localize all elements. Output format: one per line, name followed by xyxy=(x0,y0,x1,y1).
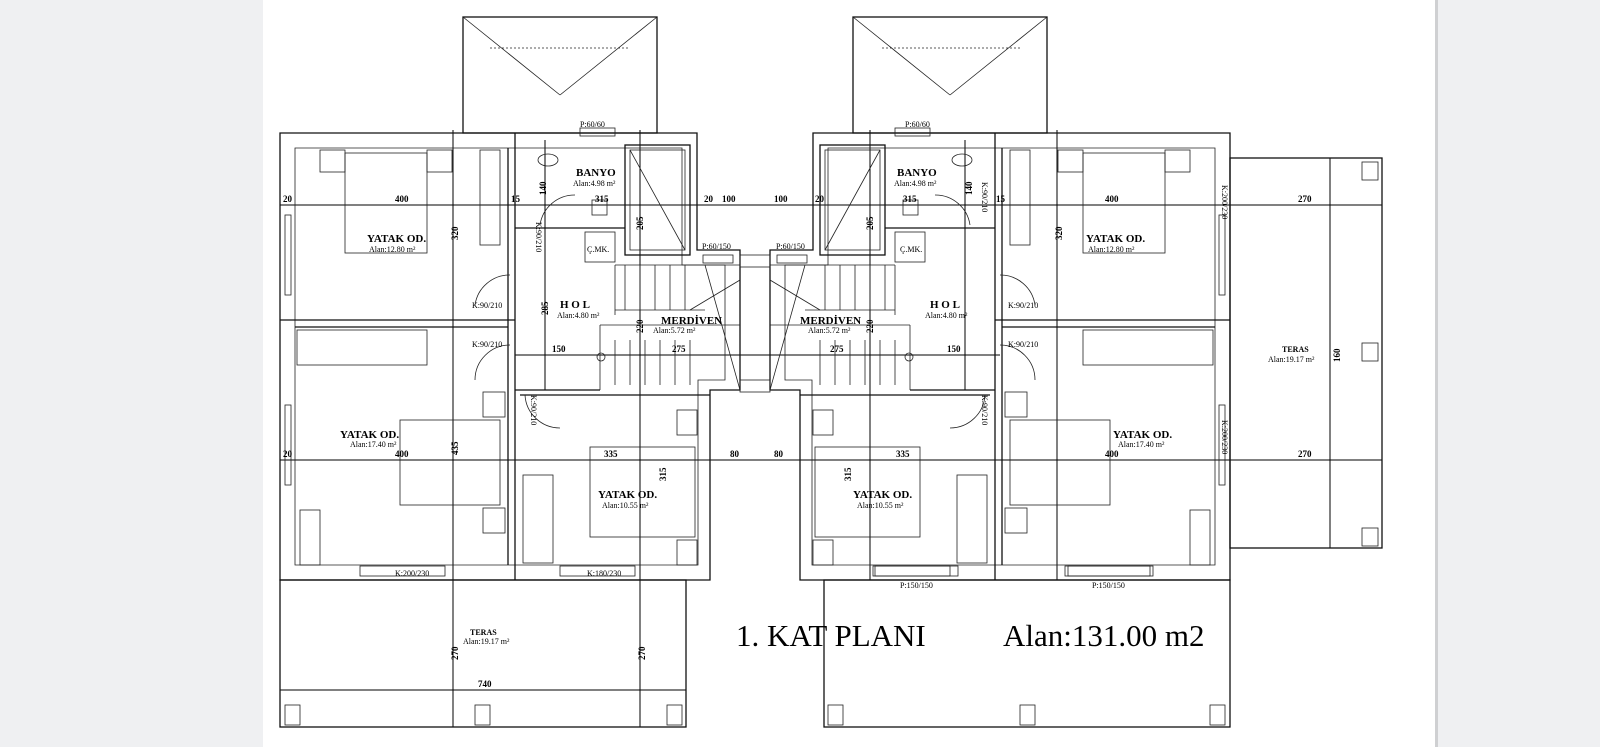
door-label: K:90/210 xyxy=(980,395,989,425)
room-area-terrace: Alan:19.17 m² xyxy=(463,637,510,646)
room-name-bath: BANYO xyxy=(576,167,616,179)
room-area-bedroom: Alan:10.55 m² xyxy=(857,501,904,510)
dim-label: 400 xyxy=(395,449,409,459)
room-name-bedroom: YATAK OD. xyxy=(340,429,399,441)
dim-label: 160 xyxy=(1332,348,1342,362)
dim-label: 270 xyxy=(450,646,460,660)
room-name-stairs: MERDİVEN xyxy=(800,315,861,327)
laundry-label: Ç.MK. xyxy=(587,245,609,254)
dim-label: 400 xyxy=(1105,194,1119,204)
plan-total-area: Alan:131.00 m2 xyxy=(1003,618,1205,653)
dim-label: 20 xyxy=(815,194,825,204)
room-area-bath: Alan:4.98 m² xyxy=(573,179,616,188)
door-label: K:90/210 xyxy=(529,395,538,425)
center-window xyxy=(739,379,771,393)
room-area-bedroom: Alan:17.40 m² xyxy=(350,440,397,449)
window-label: P:60/60 xyxy=(580,120,605,129)
dim-label: 335 xyxy=(896,449,910,459)
dim-label: 140 xyxy=(538,181,548,195)
dim-label: 140 xyxy=(964,181,974,195)
room-name-bedroom: YATAK OD. xyxy=(853,489,912,501)
dim-label: 220 xyxy=(865,319,875,333)
right-terrace-outline xyxy=(872,157,1383,577)
door-label: K:90/210 xyxy=(1008,301,1038,310)
door-label: K:200/230 xyxy=(395,569,429,578)
dim-label: 320 xyxy=(1054,226,1064,240)
room-name-bath: BANYO xyxy=(897,167,937,179)
door-label: K:90/210 xyxy=(534,222,543,252)
dim-label: 20 xyxy=(283,449,293,459)
dim-label: 205 xyxy=(865,216,875,230)
door-label: K:90/210 xyxy=(472,301,502,310)
room-area-stairs: Alan:5.72 m² xyxy=(808,326,851,335)
dimension-labels: 20 400 15 315 20 100 100 20 315 15 400 2… xyxy=(283,181,1342,689)
door-label: K:90/210 xyxy=(472,340,502,349)
room-area-bedroom: Alan:12.80 m² xyxy=(369,245,416,254)
window-label: P:150/150 xyxy=(900,581,933,590)
dim-label: 315 xyxy=(903,194,917,204)
room-area-bedroom: Alan:12.80 m² xyxy=(1088,245,1135,254)
room-name-bedroom: YATAK OD. xyxy=(367,233,426,245)
dim-label: 15 xyxy=(996,194,1006,204)
dim-label: 150 xyxy=(947,344,961,354)
room-area-hall: Alan:4.80 m² xyxy=(557,311,600,320)
room-name-hall: H O L xyxy=(930,299,960,311)
dim-label: 270 xyxy=(1298,449,1312,459)
dim-label: 315 xyxy=(595,194,609,204)
dim-label: 15 xyxy=(511,194,521,204)
dim-label: 315 xyxy=(658,467,668,481)
room-name-terrace: TERAS xyxy=(470,628,497,637)
document-page xyxy=(263,0,1438,747)
window-label: P:60/60 xyxy=(905,120,930,129)
door-label: K:180/230 xyxy=(587,569,621,578)
plan-title: 1. KAT PLANI xyxy=(736,618,926,653)
room-name-bedroom: YATAK OD. xyxy=(598,489,657,501)
room-name-stairs: MERDİVEN xyxy=(661,315,722,327)
dim-label: 150 xyxy=(552,344,566,354)
dim-label: 20 xyxy=(283,194,293,204)
room-area-bath: Alan:4.98 m² xyxy=(894,179,937,188)
center-window xyxy=(739,254,771,268)
window-label: P:150/150 xyxy=(1092,581,1125,590)
room-area-bedroom: Alan:17.40 m² xyxy=(1118,440,1165,449)
dim-label: 80 xyxy=(730,449,740,459)
dim-label: 275 xyxy=(672,344,686,354)
dim-label: 270 xyxy=(637,646,647,660)
dim-label: 80 xyxy=(774,449,784,459)
dim-label: 270 xyxy=(1298,194,1312,204)
dim-label: 320 xyxy=(450,226,460,240)
dim-label: 315 xyxy=(843,467,853,481)
dim-label: 400 xyxy=(395,194,409,204)
dim-label: 205 xyxy=(635,216,645,230)
room-name-bedroom: YATAK OD. xyxy=(1113,429,1172,441)
dim-label: 100 xyxy=(774,194,788,204)
room-name-hall: H O L xyxy=(560,299,590,311)
room-name-terrace: TERAS xyxy=(1282,345,1309,354)
window-label: P:60/150 xyxy=(776,242,805,251)
dim-label: 20 xyxy=(704,194,714,204)
room-area-hall: Alan:4.80 m² xyxy=(925,311,968,320)
room-area-bedroom: Alan:10.55 m² xyxy=(602,501,649,510)
door-label: K:90/210 xyxy=(980,182,989,212)
dim-label: 275 xyxy=(830,344,844,354)
door-label: K:90/210 xyxy=(1008,340,1038,349)
left-unit-walls xyxy=(279,16,741,728)
dim-label: 335 xyxy=(604,449,618,459)
laundry-label: Ç.MK. xyxy=(900,245,922,254)
dim-label: 285 xyxy=(540,301,550,315)
stair-treads xyxy=(596,264,741,391)
dim-label: 740 xyxy=(478,679,492,689)
left-unit-labels: P:60/60 BANYO Alan:4.98 m² YATAK OD. Ala… xyxy=(340,120,731,646)
dim-label: 220 xyxy=(635,319,645,333)
door-label: K:200/230 xyxy=(1220,185,1229,219)
dim-label: 435 xyxy=(450,441,460,455)
room-area-terrace: Alan:19.17 m² xyxy=(1268,355,1315,364)
room-area-stairs: Alan:5.72 m² xyxy=(653,326,696,335)
window-label: P:60/150 xyxy=(702,242,731,251)
door-label: K:200/230 xyxy=(1220,420,1229,454)
dim-label: 100 xyxy=(722,194,736,204)
right-unit-labels: P:60/60 BANYO Alan:4.98 m² YATAK OD. Ala… xyxy=(776,120,1315,590)
room-name-bedroom: YATAK OD. xyxy=(1086,233,1145,245)
dim-label: 400 xyxy=(1105,449,1119,459)
